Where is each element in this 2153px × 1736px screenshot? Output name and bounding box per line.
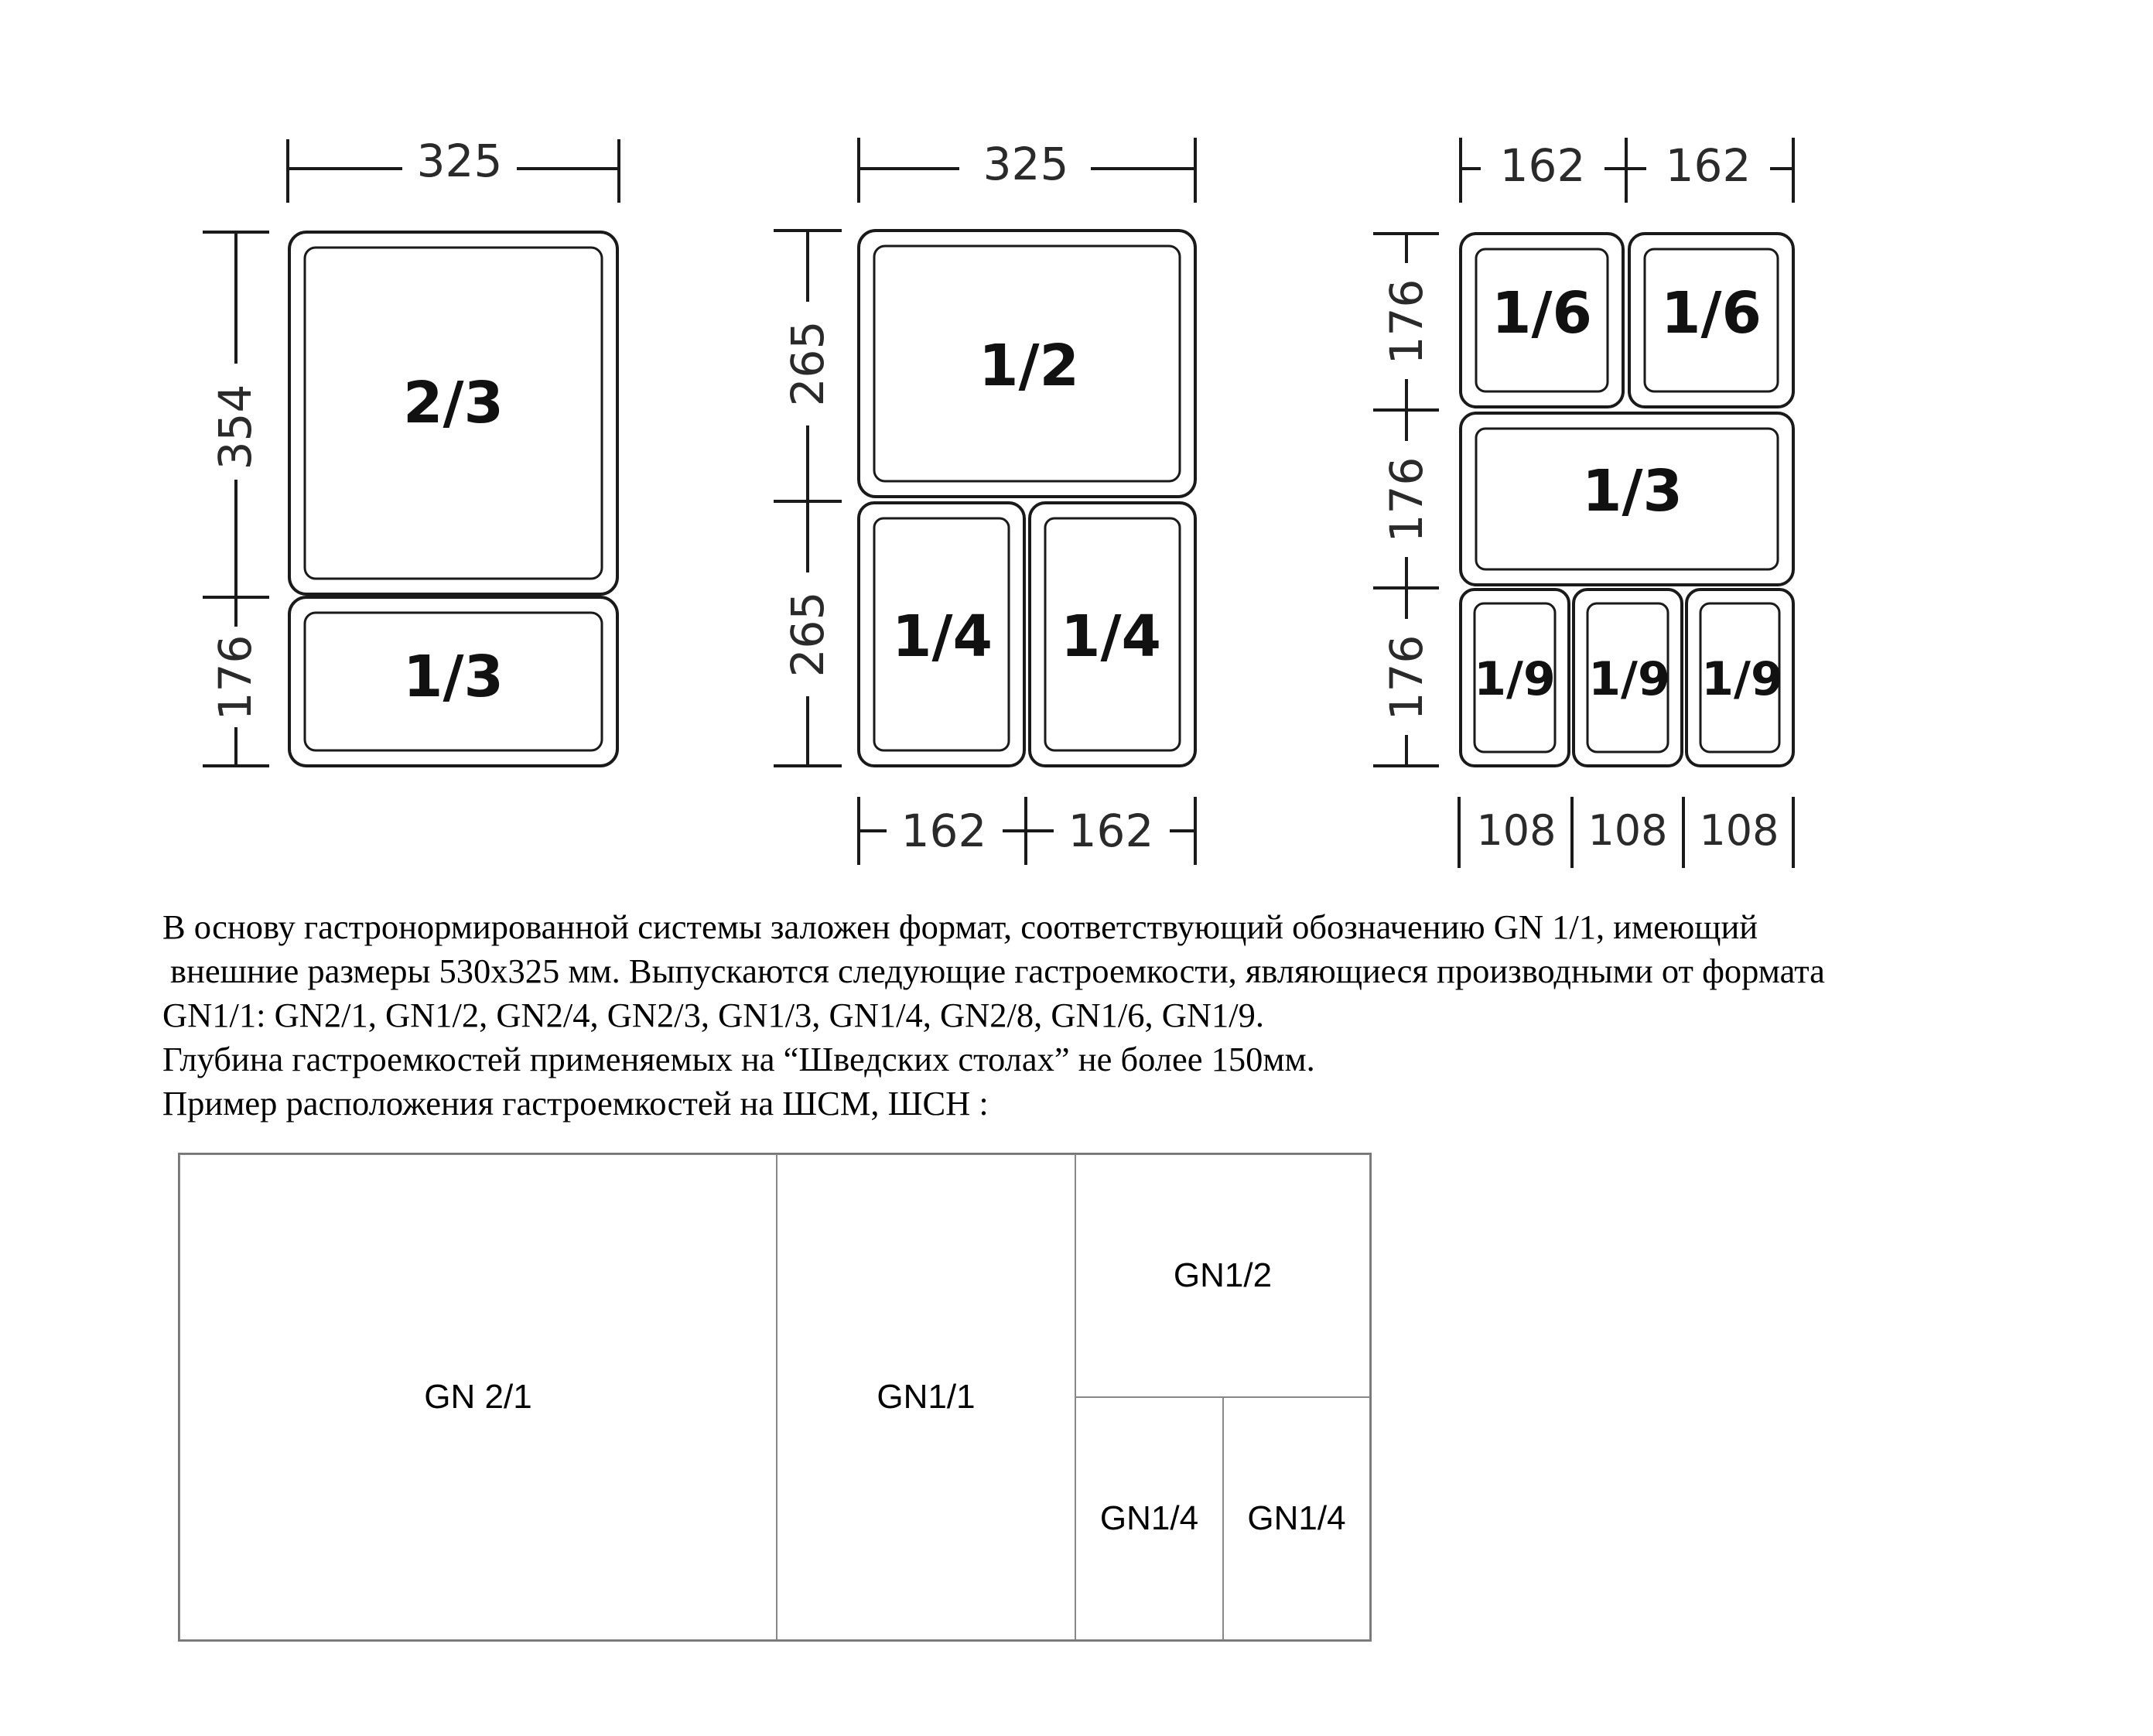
diagram-3-compartment-1-6-right: 1/6: [1661, 280, 1762, 347]
description-line-3: GN1/1: GN2/1, GN1/2, GN2/4, GN2/3, GN1/3…: [162, 996, 1264, 1034]
diagram-2-height-label-lower: 265: [781, 592, 834, 678]
diagram-3-height-label-3: 176: [1380, 635, 1433, 721]
diagram-2-width-label: 325: [983, 138, 1069, 190]
diagram-3-bottom-label-left: 108: [1476, 806, 1556, 855]
diagram-3-top-label-left: 162: [1500, 139, 1586, 192]
diagram-3-compartment-1-9-left: 1/9: [1474, 652, 1555, 706]
layout-cell-gn-1-1: GN1/1: [777, 1154, 1075, 1640]
diagram-3-compartment-1-9-middle: 1/9: [1588, 652, 1669, 706]
description-line-4: Глубина гастроемкостей применяемых на “Ш…: [162, 1040, 1315, 1078]
diagram-1-width-label: 325: [417, 135, 503, 187]
description-line-5: Пример расположения гастроемкостей на ШС…: [162, 1084, 989, 1123]
description-line-1: В основу гастронормированной системы зал…: [162, 907, 1758, 946]
layout-cell-gn-1-4-right: GN1/4: [1223, 1397, 1370, 1640]
gastronorm-diagrams: 325 354 176 2/3 1/3 325 265 265: [203, 135, 1795, 868]
diagram-3-bottom-label-right: 108: [1699, 806, 1779, 855]
diagram-2-compartment-1-2: 1/2: [979, 333, 1079, 399]
diagram-2-compartment-1-4-right: 1/4: [1061, 603, 1161, 670]
diagram-2-compartment-1-4-left: 1/4: [892, 603, 993, 670]
layout-cell-gn-1-4-left: GN1/4: [1075, 1397, 1223, 1640]
diagram-3-compartment-1-6-left: 1/6: [1492, 280, 1592, 347]
diagram-2-height-label-upper: 265: [781, 321, 834, 407]
layout-cell-gn-1-2: GN1/2: [1075, 1154, 1370, 1397]
layout-example: GN 2/1 GN1/1 GN1/2 GN1/4 GN1/4: [178, 1153, 1372, 1642]
description-line-2: внешние размеры 530x325 мм. Выпускаются …: [170, 952, 1825, 990]
diagram-3-height-label-2: 176: [1380, 457, 1433, 543]
diagram-1-height-label-upper: 354: [209, 384, 261, 470]
diagram-1-compartment-1-3: 1/3: [403, 644, 504, 710]
layout-cell-gn-2-1: GN 2/1: [179, 1154, 777, 1640]
diagram-2-bottom-label-left: 162: [901, 805, 987, 857]
diagram-1-height-label-lower: 176: [209, 635, 261, 721]
diagram-3-compartment-1-3: 1/3: [1582, 458, 1683, 525]
diagram-1: 325 354 176 2/3 1/3: [203, 135, 620, 767]
description-text: В основу гастронормированной системы зал…: [162, 905, 2112, 1126]
diagram-2-bottom-label-right: 162: [1068, 805, 1154, 857]
diagram-3: 162 162 176 176 176 1/6 1/6 1/3 1/9 1/9: [1373, 138, 1795, 868]
diagram-3-compartment-1-9-right: 1/9: [1701, 652, 1782, 706]
diagram-3-height-label-1: 176: [1380, 279, 1433, 365]
diagram-3-top-label-right: 162: [1666, 139, 1751, 192]
diagram-2: 325 265 265 1/2 1/4 1/4 162 162: [774, 138, 1197, 865]
diagram-3-bottom-label-middle: 108: [1587, 806, 1667, 855]
diagram-1-compartment-2-3: 2/3: [403, 370, 504, 436]
